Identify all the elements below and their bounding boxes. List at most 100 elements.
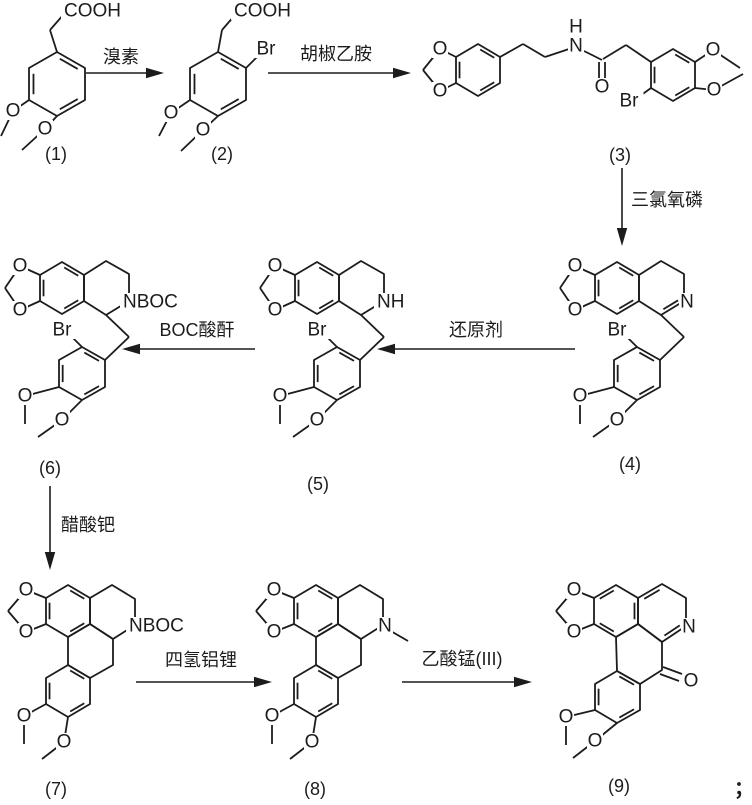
atom-label: Br <box>53 320 73 341</box>
ring <box>337 584 384 640</box>
atom-label: N <box>569 36 583 57</box>
atom-label: O <box>268 256 283 277</box>
ring <box>293 664 339 718</box>
atom-label: O <box>19 622 34 643</box>
double-bond-inner-line <box>663 624 681 637</box>
arrow-step-6 <box>44 486 56 570</box>
atom-label: H <box>569 17 583 38</box>
bond <box>662 666 683 675</box>
atom-label: COOH <box>64 1 121 22</box>
atom-label: O <box>433 39 448 60</box>
double-bond-inner-line <box>674 86 690 97</box>
atom-label-halo <box>681 618 697 636</box>
atom-label: O <box>6 101 21 122</box>
atom-label-halo <box>54 411 70 429</box>
atom-label: O <box>595 77 610 98</box>
double-bond-inner-line <box>618 675 635 686</box>
atom-label-halo <box>587 732 603 750</box>
bond <box>627 337 638 348</box>
atom-label-halo <box>309 411 325 429</box>
trailing-semicolon: ； <box>734 778 752 800</box>
arrow-step-7 <box>136 676 272 688</box>
atom-label-halo <box>614 92 644 110</box>
arrowhead <box>146 67 164 79</box>
arrow-step-8 <box>402 676 532 688</box>
double-bond-inner-line <box>220 98 240 111</box>
double-bond-inner-line <box>479 81 495 92</box>
double-bond-inner-line <box>220 57 240 70</box>
double-bond-inner-line <box>338 385 355 396</box>
double-bond-inner-line <box>317 622 333 633</box>
atom-label: O <box>196 120 211 141</box>
ring <box>455 43 501 97</box>
atom-label: O <box>19 580 34 601</box>
atom-label-halo <box>5 102 21 120</box>
ring <box>39 261 85 315</box>
atom-label: NH <box>377 292 404 313</box>
double-bond-inner-line <box>317 589 333 600</box>
ring <box>593 584 639 638</box>
atom-label-halo <box>18 623 34 641</box>
atom-label: O <box>267 622 282 643</box>
double-bond-inner-line <box>317 702 333 713</box>
atom-label-halo <box>705 41 721 59</box>
atom-label-halo <box>120 293 175 311</box>
double-bond-inner-line <box>63 299 79 310</box>
bond <box>544 48 570 58</box>
atom-label: NBOC <box>123 292 178 313</box>
double-bond-inner-line <box>69 622 85 633</box>
ring <box>58 346 106 401</box>
ring <box>293 584 339 638</box>
ring <box>189 51 247 117</box>
atom-label: O <box>559 707 574 728</box>
atom-label: Br <box>620 91 640 112</box>
ring <box>45 664 91 718</box>
atom-label: O <box>568 300 583 321</box>
atom-label-halo <box>267 257 283 275</box>
atom-label: O <box>164 103 179 124</box>
compound-6-label: (6) <box>39 458 61 478</box>
compound-1-label: (1) <box>45 144 67 164</box>
atom-label-halo <box>609 411 625 429</box>
double-bond-inner-line <box>317 669 333 680</box>
atom-label: O <box>268 300 283 321</box>
atom-label-halo <box>566 581 582 599</box>
bond <box>105 314 130 338</box>
atom-label-halo <box>594 78 610 96</box>
atom-label: O <box>265 706 280 727</box>
double-bond-inner-line <box>662 299 679 311</box>
compound-4-label: (4) <box>619 454 641 474</box>
ring <box>650 48 696 102</box>
atom-label-halo <box>377 617 393 635</box>
atom-label: Br <box>257 39 277 60</box>
compound-5-label: (5) <box>307 474 329 494</box>
atom-label-halo <box>195 121 211 139</box>
atom-label: O <box>13 256 28 277</box>
atom-label: O <box>588 731 603 752</box>
double-bond-inner-line <box>599 622 615 633</box>
bond <box>327 337 338 348</box>
atom-label: O <box>55 410 70 431</box>
atom-label-halo <box>706 81 722 99</box>
atom-label: N <box>680 292 694 313</box>
double-bond-inner-line <box>59 57 79 70</box>
atom-label: Br <box>308 320 328 341</box>
atom-label: NBOC <box>129 616 184 637</box>
arrowhead <box>393 67 411 79</box>
atom-label: O <box>573 386 588 407</box>
double-bond-inner-line <box>599 589 615 600</box>
double-bond-inner-line <box>69 589 85 600</box>
compound-7-label: (7) <box>45 779 67 799</box>
double-bond-inner-line <box>83 385 100 396</box>
atom-label: O <box>38 119 53 140</box>
reagent-label-3: 三氯氧磷 <box>631 190 703 210</box>
arrowhead <box>254 676 272 688</box>
double-bond-inner-line <box>59 98 79 111</box>
